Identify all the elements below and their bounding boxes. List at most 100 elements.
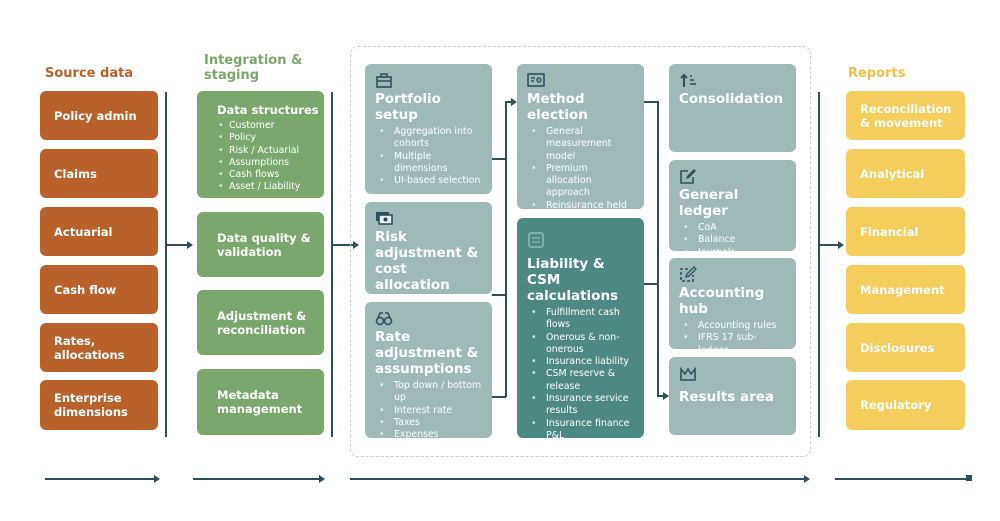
risk-box: Risk adjustment & cost allocation: [365, 202, 492, 294]
box-title: Method election: [527, 91, 588, 123]
connector: [331, 244, 353, 246]
bullet: Aggregation into cohorts: [379, 126, 482, 151]
item-label: Management: [860, 282, 945, 297]
bullet: Fulfillment cash flows: [531, 307, 634, 332]
item-label: Policy admin: [54, 108, 137, 123]
consolidation-box: Consolidation: [669, 64, 796, 152]
bullet: Premium allocation approach: [531, 163, 634, 200]
divider: [165, 92, 167, 437]
arrow-icon: [154, 475, 160, 483]
item-label: Disclosures: [860, 340, 935, 355]
adjustment-box: Adjustment & reconciliation: [197, 290, 324, 355]
bullet: Reinsurance held: [531, 200, 634, 213]
item-label: Cash flow: [54, 282, 117, 297]
ledger-box: General ledger CoABalanceJournals: [669, 160, 796, 259]
results-box: Results area: [669, 357, 796, 435]
arrow-icon: [187, 241, 193, 249]
bullet: CSM reserve & release: [531, 368, 634, 393]
sort-icon: [680, 73, 696, 87]
cash-icon: [376, 212, 393, 225]
connector: [165, 244, 187, 246]
bullet: Insurance service results: [531, 393, 634, 418]
crown-chart-icon: [680, 366, 696, 381]
report-item: Financial: [846, 207, 965, 256]
data-quality-box: Data quality & validation: [197, 212, 324, 277]
source-item: Rates, allocations: [40, 323, 158, 372]
arrow-icon: [663, 392, 669, 400]
box-title: General ledger: [679, 187, 739, 219]
box-title: Accounting hub: [679, 285, 765, 317]
source-item: Policy admin: [40, 91, 158, 140]
bullet: Asset / Liability: [218, 181, 324, 194]
calculator-icon: [528, 232, 544, 248]
bullet: UI-based selection: [379, 175, 482, 188]
item-label: Analytical: [860, 166, 925, 181]
report-item: Reconciliation & movement: [846, 91, 965, 140]
item-label: Rates, allocations: [54, 333, 125, 362]
bullet: Demographics: [379, 441, 482, 454]
bullet: Taxes: [379, 417, 482, 430]
item-label: Reconciliation & movement: [860, 101, 952, 130]
bullet: General measurement model: [531, 126, 634, 163]
report-item: Disclosures: [846, 323, 965, 372]
arrow-icon: [511, 98, 517, 106]
item-label: Enterprise dimensions: [54, 391, 128, 419]
bullet: Onerous & non-onerous: [531, 332, 634, 357]
certificate-icon: [527, 73, 545, 87]
briefcase-icon: [376, 73, 392, 88]
bullet: Reconciliation: [531, 442, 634, 455]
arrow-icon: [804, 475, 810, 483]
processing-container: [350, 46, 811, 457]
arrow-icon: [838, 241, 844, 249]
box-title: Results area: [679, 389, 775, 405]
metadata-box: Metadata management: [197, 369, 324, 435]
source-item: Cash flow: [40, 265, 158, 314]
box-title: Metadata management: [217, 388, 303, 416]
end-marker: [966, 475, 972, 481]
liability-box: Liability & CSM calculations Fulfillment…: [517, 218, 644, 455]
bullet: Balance: [683, 234, 786, 247]
box-title: Consolidation: [679, 91, 784, 107]
bullet: Risk / Actuarial: [218, 145, 324, 158]
item-label: Claims: [54, 166, 97, 181]
connector: [505, 101, 507, 397]
edit-dashed-icon: [680, 266, 697, 282]
box-title: Rate adjustment & assumptions: [375, 329, 479, 377]
divider: [818, 92, 820, 437]
bullet: Insurance finance P&L: [531, 418, 634, 443]
item-label: Financial: [860, 224, 919, 239]
bullet: Customer: [218, 120, 324, 133]
binoculars-icon: [375, 312, 393, 326]
portfolio-box: Portfolio setup Aggregation into cohorts…: [365, 64, 492, 194]
hub-box: Accounting hub Accounting rulesIFRS 17 s…: [669, 258, 796, 356]
divider: [331, 92, 333, 437]
report-item: Management: [846, 265, 965, 314]
box-title: Liability & CSM calculations: [527, 256, 619, 304]
item-label: Regulatory: [860, 398, 932, 412]
bullet: Cash flows: [218, 169, 324, 182]
box-title: Risk adjustment & cost allocation: [375, 229, 479, 293]
bullet: Expenses: [379, 429, 482, 442]
integration-title: Integration & staging: [204, 53, 303, 83]
bullet: Interest rate: [379, 405, 482, 418]
method-box: Method election General measurement mode…: [517, 64, 644, 213]
data-structures-box: Data structures CustomerPolicyRisk / Act…: [197, 91, 324, 198]
box-title: Portfolio setup: [375, 91, 441, 123]
reports-title: Reports: [848, 66, 906, 81]
bullet: Top down / bottom up: [379, 380, 482, 405]
source-item: Actuarial: [40, 207, 158, 256]
item-label: Actuarial: [54, 224, 113, 239]
bullet: Journals: [683, 247, 786, 260]
edit-icon: [680, 169, 696, 184]
bullet: Accounting rules: [683, 320, 786, 333]
bullet: CoA: [683, 222, 786, 235]
connector: [657, 101, 659, 396]
bullet: Assumptions: [218, 157, 324, 170]
report-item: Analytical: [846, 149, 965, 198]
source-item: Claims: [40, 149, 158, 198]
report-item: Regulatory: [846, 380, 965, 430]
box-title: Data structures: [217, 103, 319, 117]
source-item: Enterprise dimensions: [40, 380, 158, 430]
bullet: Policy: [218, 132, 324, 145]
